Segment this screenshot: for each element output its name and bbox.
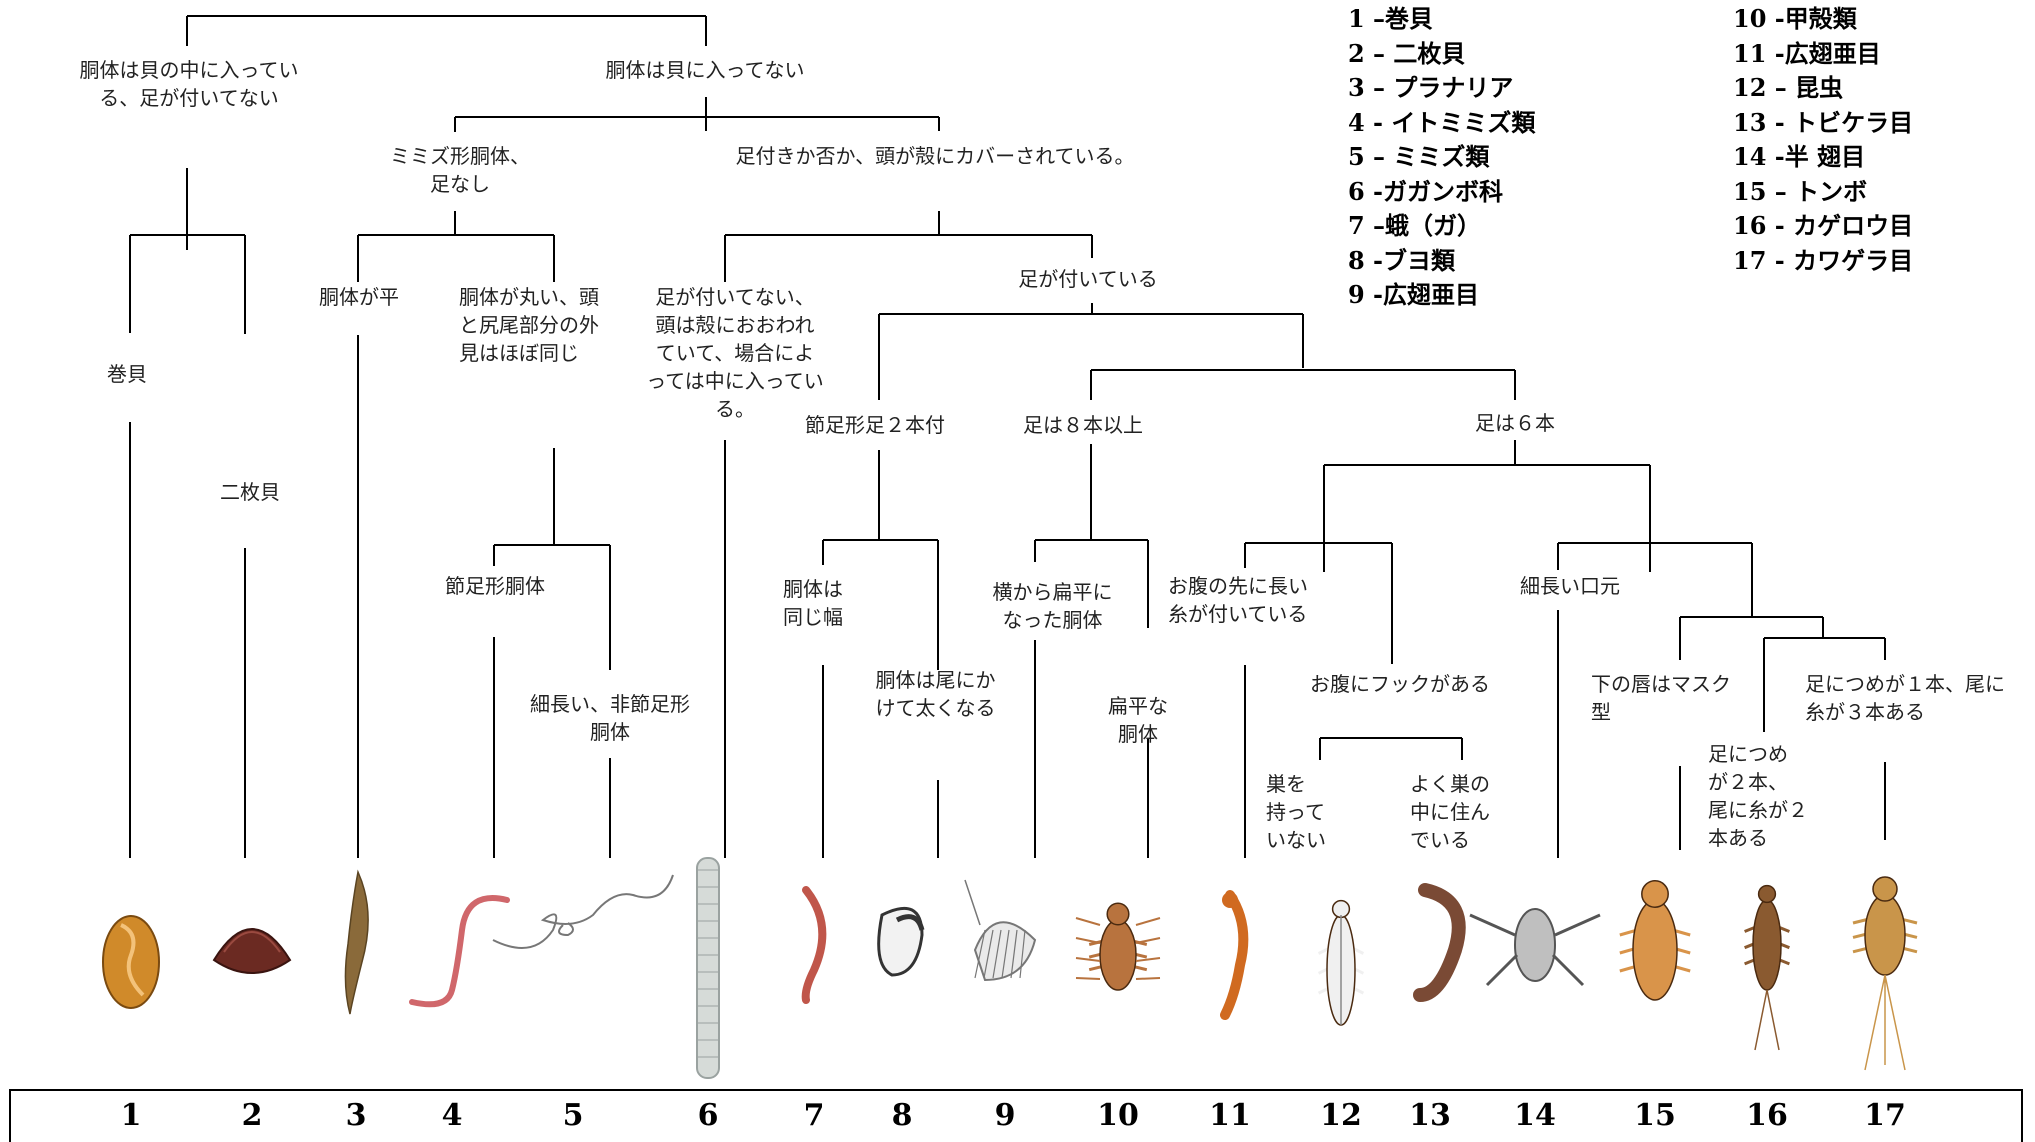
label-thin-unsegmented: 細長い、非節足形 胴体	[510, 690, 710, 746]
label-one-claw: 足につめが１本、尾に 糸が３本ある	[1805, 670, 2030, 726]
label-snail: 巻貝	[82, 360, 172, 388]
stonefly-nymph-icon	[1853, 877, 1917, 1070]
label-shelled: 胴体は貝の中に入ってい る、足が付いてない	[44, 56, 334, 112]
number-10: 10	[1097, 1098, 1139, 1133]
label-worm-legless: ミミズ形胴体、 足なし	[370, 142, 550, 198]
megaloptera-larva-icon	[1222, 892, 1243, 1015]
label-flat-body: 扁平な 胴体	[1088, 692, 1188, 748]
label-side-flat: 横から扁平に なった胴体	[970, 578, 1135, 634]
scud-icon	[965, 880, 1035, 980]
legend-item: 2 – 二枚貝	[1348, 37, 1535, 72]
label-legs-or-capsule: 足付きか否か、頭が殻にカバーされている。	[705, 142, 1165, 170]
legend-item: 9 -広翅亜目	[1348, 278, 1535, 313]
dragonfly-nymph-icon	[1620, 881, 1690, 1000]
number-1: 1	[121, 1098, 142, 1133]
number-11: 11	[1209, 1098, 1251, 1133]
legend-item: 12 – 昆虫	[1733, 71, 1913, 106]
snail-icon	[103, 916, 159, 1008]
legend-item: 11 -広翅亜目	[1733, 37, 1913, 72]
number-2: 2	[242, 1098, 263, 1133]
water-bug-icon	[1470, 909, 1600, 985]
legend-item: 5 – ミミズ類	[1348, 140, 1535, 175]
label-abdomen-hooks: お腹にフックがある	[1290, 670, 1510, 698]
blackfly-larva-icon	[879, 908, 922, 975]
number-3: 3	[346, 1098, 367, 1133]
legend-item: 10 -甲殻類	[1733, 2, 1913, 37]
label-has-legs: 足が付いている	[988, 265, 1188, 293]
label-legs-two: 節足形足２本付	[785, 411, 965, 439]
label-segmented: 節足形胴体	[415, 572, 575, 600]
legend-item: 7 –蛾（ガ）	[1348, 209, 1535, 244]
label-no-legs-capsule: 足が付いてない、 頭は殻におおわれ ていて、場合によ っては中に入ってい る。	[640, 283, 830, 423]
label-long-mouth: 細長い口元	[1495, 572, 1645, 600]
legend-item: 3 – プラナリア	[1348, 71, 1535, 106]
label-not-shelled: 胴体は貝に入ってない	[575, 56, 835, 84]
caddisfly-larva-icon	[1420, 890, 1459, 995]
number-8: 8	[892, 1098, 913, 1133]
cranefly-larva-icon	[697, 858, 719, 1078]
number-16: 16	[1746, 1098, 1788, 1133]
number-17: 17	[1864, 1098, 1906, 1133]
legend-item: 13 - トビケラ目	[1733, 106, 1913, 141]
label-thick-tail: 胴体は尾にか けて太くなる	[858, 666, 1013, 722]
number-bar	[9, 1089, 2023, 1142]
number-7: 7	[804, 1098, 825, 1133]
label-no-nest: 巣を 持って いない	[1266, 770, 1356, 854]
organism-illustrations	[103, 858, 1917, 1078]
tubifex-worm-icon	[412, 898, 507, 1004]
number-14: 14	[1514, 1098, 1556, 1133]
earthworm-icon	[493, 875, 673, 948]
insect-larva-icon	[1319, 901, 1364, 1025]
legend-item: 1 –巻貝	[1348, 2, 1535, 37]
moth-larva-icon	[806, 890, 823, 1000]
legend-item: 4 - イトミミズ類	[1348, 106, 1535, 141]
label-two-claws: 足につめ が２本、 尾に糸が２ 本ある	[1708, 740, 1818, 852]
legend-column-2: 10 -甲殻類 11 -広翅亜目 12 – 昆虫 13 - トビケラ目 14 -…	[1733, 2, 1913, 278]
label-long-filaments: お腹の先に長い 糸が付いている	[1168, 572, 1348, 628]
legend-item: 6 -ガガンボ科	[1348, 175, 1535, 210]
label-same-width: 胴体は 同じ幅	[767, 575, 859, 631]
number-13: 13	[1409, 1098, 1451, 1133]
legend-item: 14 -半 翅目	[1733, 140, 1913, 175]
legend-item: 17 - カワゲラ目	[1733, 244, 1913, 279]
legend-column-1: 1 –巻貝 2 – 二枚貝 3 – プラナリア 4 - イトミミズ類 5 – ミ…	[1348, 2, 1535, 313]
label-legs-six: 足は６本	[1455, 409, 1575, 437]
label-clam: 二枚貝	[205, 478, 295, 506]
clam-icon	[214, 929, 290, 973]
number-12: 12	[1320, 1098, 1362, 1133]
label-in-nest: よく巣の 中に住ん でいる	[1410, 770, 1510, 854]
label-legs-eight: 足は８本以上	[1003, 411, 1163, 439]
number-9: 9	[995, 1098, 1016, 1133]
mayfly-nymph-icon	[1745, 886, 1790, 1050]
label-body-flat: 胴体が平	[304, 283, 414, 311]
label-mask-lip: 下の唇はマスク 型	[1591, 670, 1761, 726]
number-4: 4	[442, 1098, 463, 1133]
label-body-round: 胴体が丸い、頭 と尻尾部分の外 見はほぼ同じ	[459, 283, 629, 367]
legend-item: 15 – トンボ	[1733, 175, 1913, 210]
number-6: 6	[698, 1098, 719, 1133]
legend-item: 16 - カゲロウ目	[1733, 209, 1913, 244]
isopod-icon	[1076, 903, 1160, 990]
number-15: 15	[1634, 1098, 1676, 1133]
number-5: 5	[563, 1098, 584, 1133]
planarian-icon	[345, 872, 368, 1014]
legend-item: 8 -ブヨ類	[1348, 244, 1535, 279]
